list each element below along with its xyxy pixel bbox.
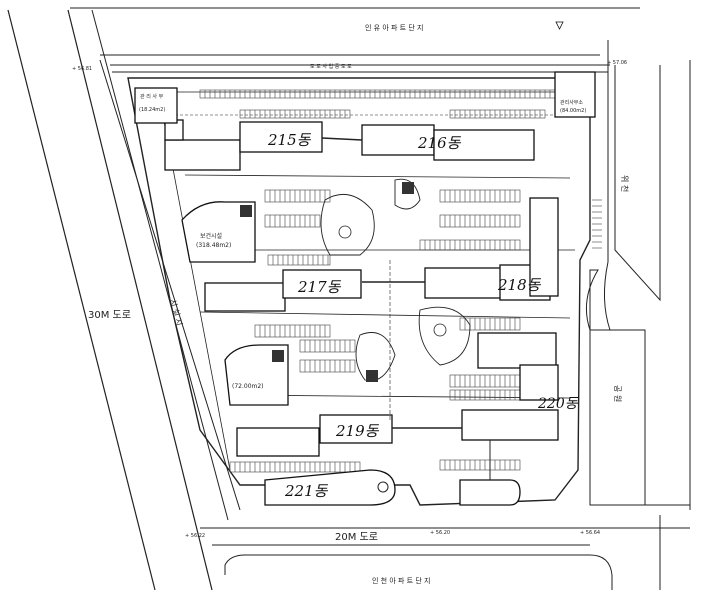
bottom-road-label: 인 천 아 파 트 단 지	[372, 576, 430, 585]
landscape	[320, 137, 471, 429]
north-road-label: 도 로 사 업 중 도 로	[310, 63, 352, 70]
facility-b: (72.00m2)	[224, 344, 289, 406]
svg-text:219동: 219동	[335, 422, 380, 440]
svg-text:216동: 216동	[417, 134, 462, 152]
park-east-bottom-label: 공 원	[613, 385, 622, 402]
top-road-label: 인 유 아 파 트 단 지	[365, 23, 423, 32]
road-30m-label: 30M 도로	[88, 310, 131, 321]
svg-text:217동: 217동	[297, 278, 342, 296]
building-217: 217동	[204, 269, 362, 312]
building-221: 221동	[264, 469, 396, 506]
building-215: 215동	[164, 119, 323, 171]
elevation-sw: + 56.22	[185, 533, 205, 539]
elevation-nw: + 56.81	[72, 66, 92, 72]
road-lines	[7, 7, 691, 591]
svg-text:(84.00m2): (84.00m2)	[560, 108, 586, 114]
elevation-ne: + 57.06	[607, 60, 627, 66]
buildings: 215동 216동 보건시설 (318.48m2) 217동 218동	[134, 21, 596, 506]
west-sidewalk-label: 시 설 지	[168, 298, 185, 327]
building-219: 219동	[236, 414, 393, 457]
elevation-s-mid: + 56.20	[430, 530, 450, 536]
building-east-small	[459, 440, 521, 506]
svg-text:보건시설: 보건시설	[200, 232, 222, 240]
playground-x-icon	[366, 370, 378, 382]
svg-text:관리사무소: 관리사무소	[560, 99, 583, 106]
svg-text:221동: 221동	[284, 482, 329, 500]
svg-text:(318.48m2): (318.48m2)	[196, 242, 231, 249]
parking-areas	[199, 89, 602, 473]
svg-text:220동: 220동	[537, 396, 579, 412]
svg-text:(72.00m2): (72.00m2)	[232, 383, 264, 390]
pump-room: 관 리 사 무 (18.24m2)	[134, 87, 178, 124]
svg-text:관 리 사 무: 관 리 사 무	[140, 93, 164, 100]
svg-text:(18.24m2): (18.24m2)	[139, 107, 165, 113]
guard-room: 관리사무소 (84.00m2)	[554, 21, 596, 118]
building-216: 216동	[361, 124, 535, 161]
building-220: 220동	[461, 332, 579, 441]
svg-text:215동: 215동	[267, 131, 312, 149]
svg-text:218동: 218동	[497, 276, 542, 294]
map-labels: 인 유 아 파 트 단 지 도 로 사 업 중 도 로 30M 도로 20M 도…	[72, 23, 630, 585]
playground-x-icon	[402, 182, 414, 194]
north-arrow-icon	[555, 21, 564, 30]
road-20m-label: 20M 도로	[335, 532, 378, 543]
park-east-label: 위 천	[620, 175, 630, 192]
elevation-se: + 56.64	[580, 530, 600, 536]
facility-a: 보건시설 (318.48m2)	[181, 201, 256, 263]
building-218: 218동	[424, 197, 559, 301]
